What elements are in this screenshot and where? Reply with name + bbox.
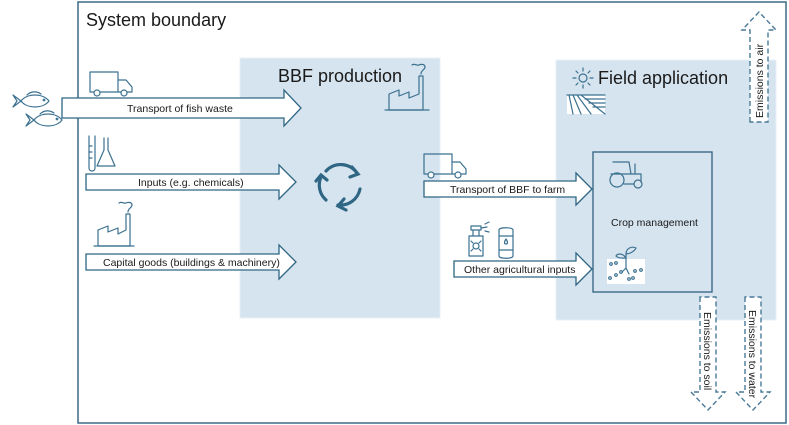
bbf-production-label: BBF production (278, 66, 402, 86)
flow-other-agri-inputs: Other agricultural inputs (453, 251, 593, 287)
flow-label: Transport of BBF to farm (450, 184, 565, 196)
truck-icon (423, 153, 467, 179)
emission-label: Emissions to soil (701, 312, 713, 390)
field-application-label: Field application (598, 68, 728, 88)
emission-label: Emissions to water (746, 310, 758, 399)
flow-capital-goods: Capital goods (buildings & machinery) (85, 243, 297, 281)
factory-icon (93, 201, 135, 247)
flow-label: Inputs (e.g. chemicals) (138, 177, 244, 189)
sun-icon (572, 67, 594, 89)
flow-label: Capital goods (buildings & machinery) (103, 257, 280, 269)
flow-transport-fish-waste: Transport of fish waste (61, 88, 302, 128)
seedling-soil-icon (607, 246, 645, 284)
lab-glassware-icon (88, 135, 116, 172)
system-boundary-title: System boundary (86, 10, 226, 30)
flow-label: Other agricultural inputs (464, 264, 575, 276)
sprayer-barrel-icon (468, 221, 514, 259)
recycle-cycle-icon (314, 163, 362, 212)
emission-arrow-soil: Emissions to soil (689, 296, 727, 412)
truck-icon (89, 71, 133, 97)
flow-transport-bbf-farm: Transport of BBF to farm (423, 171, 593, 207)
factory-icon (384, 63, 430, 111)
emission-arrow-air: Emissions to air (740, 10, 778, 123)
flow-label: Transport of fish waste (127, 103, 233, 115)
flow-inputs-chemicals: Inputs (e.g. chemicals) (85, 163, 297, 201)
fish-icon (12, 91, 50, 108)
tractor-icon (609, 161, 643, 189)
emission-arrow-water: Emissions to water (734, 296, 772, 412)
emission-label: Emissions to air (754, 43, 766, 118)
fish-icon (25, 110, 63, 127)
crop-management-label: Crop management (611, 217, 698, 229)
crop-management-box (592, 151, 713, 293)
field-rows-icon (566, 94, 606, 115)
